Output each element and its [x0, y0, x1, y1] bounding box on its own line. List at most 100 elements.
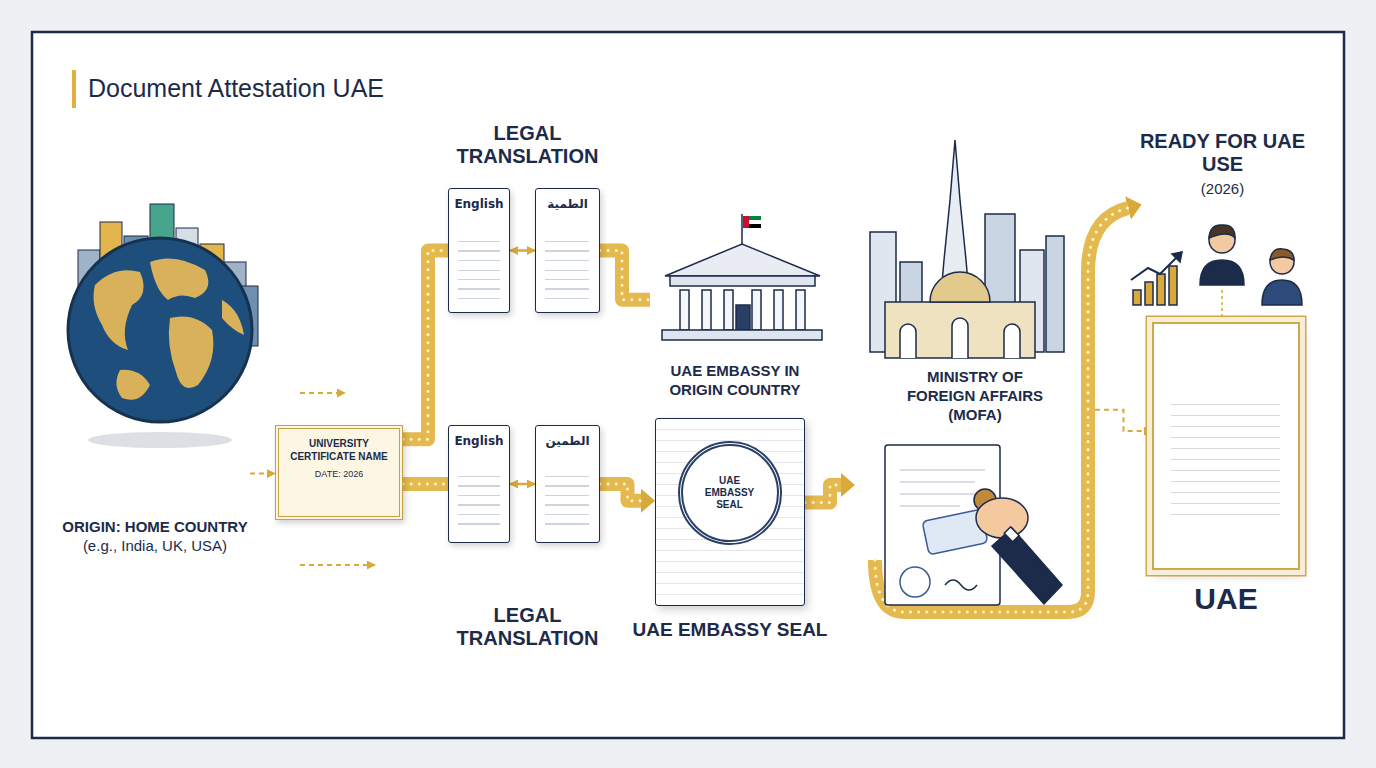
origin-globe: ORIGIN: HOME COUNTRY(e.g., India, UK, US… [60, 200, 250, 580]
connector [250, 473, 275, 474]
section-label: LEGAL TRANSLATION [440, 604, 615, 650]
document-card: English [448, 188, 510, 313]
stamped-document-part [900, 567, 930, 597]
gold-path-part [875, 208, 1128, 612]
mofa-building: MINISTRY OF FOREIGN AFFAIRS (MOFA) [855, 140, 1095, 610]
embassy-building-part [749, 216, 761, 220]
node-text: UAE EMBASSY SEAL [697, 475, 763, 511]
stamped-document-part [992, 528, 1062, 604]
band-lights [600, 484, 641, 501]
growth-icons-part [1157, 274, 1165, 305]
growth-icons-part [1131, 252, 1182, 280]
document-card: English [448, 425, 510, 543]
status-label: READY FOR UAE USE [1135, 130, 1310, 176]
mofa-skyline-part [885, 302, 1035, 358]
node-text: الطمية [536, 197, 599, 211]
band-lights [805, 485, 841, 503]
growth-icons-part [1270, 249, 1294, 260]
connector [403, 483, 448, 484]
dashed-arrow-part [300, 392, 345, 394]
globe-part [116, 370, 150, 400]
embassy-building-part [752, 290, 761, 330]
dashed-arrow [250, 473, 275, 475]
connector [600, 484, 641, 501]
node-text: MINISTRY OF FOREIGN AFFAIRS (MOFA) [895, 368, 1055, 424]
connector [510, 250, 535, 251]
stamped-document-part [900, 469, 985, 471]
node-text: UNIVERSITY CERTIFICATE NAME [285, 438, 393, 463]
node-text: UAE EMBASSY SEAL [626, 619, 834, 641]
embassy-building [662, 214, 822, 340]
embassy-building: UAE EMBASSY IN ORIGIN COUNTRY [650, 200, 820, 400]
certificate-card: UNIVERSITY CERTIFICATE NAME DATE: 2026 [275, 425, 403, 520]
stamped-document-part [945, 580, 977, 590]
stamped-document-part [900, 493, 985, 495]
node-text: UAE EMBASSY IN ORIGIN COUNTRY [650, 362, 820, 400]
embassy-building-part [796, 290, 805, 330]
connector [600, 251, 650, 300]
section-label: LEGAL TRANSLATION [440, 122, 615, 168]
mofa-skyline-part [930, 272, 990, 302]
sealed-document: UAE EMBASSY SEALUAE EMBASSY SEAL [655, 418, 805, 606]
gold-path-part [875, 208, 1128, 612]
globe-part [169, 317, 214, 389]
globe [68, 238, 252, 448]
connector [403, 251, 448, 440]
embassy-building-part [743, 216, 749, 228]
growth-icons-part [1209, 225, 1235, 238]
frame [32, 32, 1344, 738]
stamped-document-part [900, 505, 960, 507]
node-text: الطمين [536, 434, 599, 448]
embassy-building-part [702, 290, 711, 330]
embassy-building-part [736, 305, 750, 330]
swap-arrow [510, 483, 535, 486]
embassy-building-part [665, 244, 820, 276]
embassy-building-part [670, 276, 815, 286]
node-text: UAE [1124, 582, 1328, 616]
growth-icons-part [1145, 282, 1153, 305]
node-text: ORIGIN: HOME COUNTRY [60, 518, 250, 537]
growth-icons-part [1221, 290, 1223, 316]
growth-icons-part [1133, 290, 1141, 305]
dashed-arrow [1095, 410, 1152, 431]
band-lights [403, 251, 448, 440]
gold-band [403, 251, 448, 440]
growth-icons-part [1200, 260, 1244, 285]
document-card: الطمية [535, 188, 600, 313]
embassy-building-part [749, 220, 761, 224]
globe-part [68, 238, 252, 422]
embassy-building-part [774, 290, 783, 330]
gold-band [600, 484, 641, 501]
mofa-skyline-part [900, 324, 916, 358]
mofa-skyline-part [1046, 236, 1064, 352]
year-label: (2026) [1135, 180, 1310, 197]
embassy-seal: UAE EMBASSY SEAL [678, 441, 782, 545]
document-card: الطمين [535, 425, 600, 543]
mofa-skyline-part [1004, 324, 1020, 358]
stamped-document [885, 445, 1062, 605]
connector [510, 484, 535, 485]
gold-band [600, 251, 650, 300]
growth-icons-part [1172, 252, 1182, 262]
node-text: English [449, 434, 509, 448]
embassy-building-part [680, 290, 689, 330]
swap-arrow [510, 249, 535, 252]
node-subtext: DATE: 2026 [285, 469, 393, 479]
mofa-skyline-part [952, 318, 968, 358]
connector [1095, 410, 1152, 431]
node-text: English [449, 197, 509, 211]
connector [805, 485, 841, 503]
mofa-skyline [870, 140, 1064, 358]
embassy-building-part [724, 290, 733, 330]
node-subtext: (e.g., India, UK, USA) [60, 537, 250, 556]
globe-part [88, 432, 232, 448]
stamped-document-part [1004, 527, 1019, 542]
growth-icons-part [1262, 280, 1302, 305]
band-lights [403, 482, 448, 485]
final-document: UAE [1152, 322, 1300, 570]
globe-part [94, 270, 144, 350]
title-bar [72, 70, 76, 108]
dashed-arrow-part [300, 564, 375, 566]
band-lights [600, 251, 650, 300]
